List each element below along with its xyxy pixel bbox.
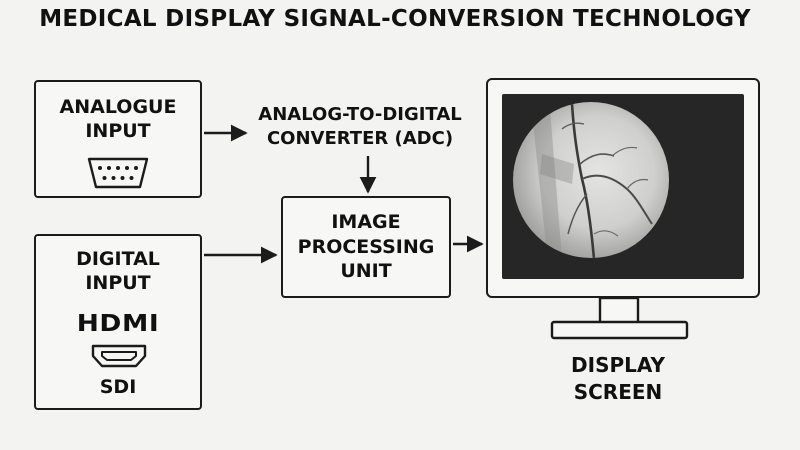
display-screen-label: DISPLAY SCREEN [571,353,665,404]
image-processing-unit-box: IMAGE PROCESSING UNIT [281,196,451,298]
vga-port-icon [87,157,149,189]
hdmi-port-icon [91,344,147,368]
hdmi-label: HDMI [76,311,160,337]
analogue-input-box: ANALOGUE INPUT [34,80,202,198]
fluoroscopy-image [513,102,669,258]
adc-label: ANALOG-TO-DIGITAL CONVERTER (ADC) [258,104,462,150]
digital-input-box: DIGITAL INPUT HDMI SDI [34,234,202,410]
display-screen [502,94,744,279]
display-monitor [486,78,760,298]
sdi-label: SDI [99,376,137,398]
monitor-stand [550,296,689,340]
diagram-title: MEDICAL DISPLAY SIGNAL-CONVERSION TECHNO… [39,6,751,32]
digital-input-label: DIGITAL INPUT [76,248,160,294]
analogue-input-label: ANALOGUE INPUT [59,96,177,142]
image-processing-unit-label: IMAGE PROCESSING UNIT [297,211,435,283]
